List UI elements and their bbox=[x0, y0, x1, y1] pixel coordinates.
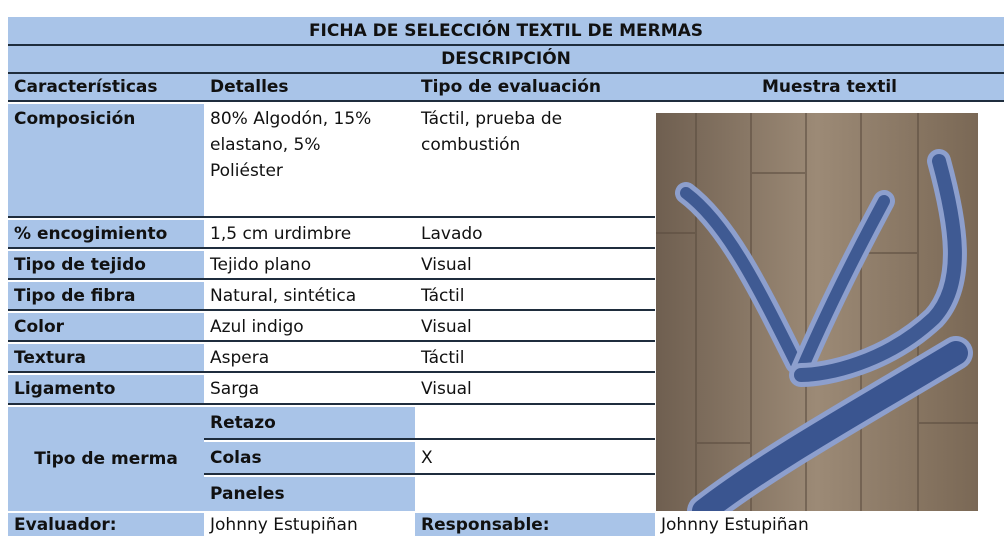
denim-strips-on-wood-floor-icon bbox=[656, 113, 978, 511]
header-muestra-textil: Muestra textil bbox=[655, 74, 1004, 102]
row-detail: Sarga bbox=[204, 375, 415, 405]
row-label: Tipo de tejido bbox=[8, 251, 204, 280]
detail-line: Poliéster bbox=[210, 161, 283, 181]
eval-line: combustión bbox=[421, 135, 521, 155]
row-eval: Visual bbox=[415, 251, 655, 280]
row-eval: Visual bbox=[415, 313, 655, 342]
footer-evaluador-value: Johnny Estupiñan bbox=[210, 514, 358, 535]
row-detail: Natural, sintética bbox=[204, 282, 415, 311]
merma-mark-paneles bbox=[415, 477, 655, 511]
row-detail: Tejido plano bbox=[204, 251, 415, 280]
merma-option-retazo: Retazo bbox=[204, 407, 415, 440]
merma-label: Tipo de merma bbox=[8, 407, 204, 511]
row-label: Color bbox=[8, 313, 204, 342]
footer-evaluador-label: Evaluador: bbox=[8, 513, 204, 536]
detail-line: elastano, 5% bbox=[210, 135, 321, 155]
section-title: DESCRIPCIÓN bbox=[8, 46, 1004, 74]
row-label: Tipo de fibra bbox=[8, 282, 204, 311]
detail-line: 80% Algodón, 15% bbox=[210, 109, 372, 129]
row-detail-composicion: 80% Algodón, 15% elastano, 5% Poliéster bbox=[204, 104, 415, 218]
row-label: Composición bbox=[14, 109, 136, 129]
row-eval: Lavado bbox=[415, 220, 655, 249]
row-eval: Táctil bbox=[415, 282, 655, 311]
merma-option-paneles: Paneles bbox=[204, 477, 415, 511]
row-eval: Táctil bbox=[415, 344, 655, 373]
textile-sample-photo bbox=[656, 113, 978, 511]
row-label: % encogimiento bbox=[8, 220, 204, 249]
row-detail: Azul indigo bbox=[204, 313, 415, 342]
header-detalles: Detalles bbox=[204, 74, 415, 102]
eval-line: Táctil, prueba de bbox=[421, 109, 563, 129]
row-detail: Aspera bbox=[204, 344, 415, 373]
row-label: Textura bbox=[8, 344, 204, 373]
merma-mark-colas: X bbox=[415, 442, 655, 475]
row-eval: Visual bbox=[415, 375, 655, 405]
footer-responsable-label: Responsable: bbox=[415, 513, 655, 536]
row-eval-composicion: Táctil, prueba de combustión bbox=[415, 104, 655, 218]
row-detail: 1,5 cm urdimbre bbox=[204, 220, 415, 249]
footer-responsable-value: Johnny Estupiñan bbox=[661, 514, 809, 535]
merma-option-colas: Colas bbox=[204, 442, 415, 475]
merma-mark-retazo bbox=[415, 407, 655, 440]
row-label: Ligamento bbox=[8, 375, 204, 405]
row-label-composicion: Composición bbox=[8, 104, 204, 218]
sheet-title: FICHA DE SELECCIÓN TEXTIL DE MERMAS bbox=[8, 17, 1004, 46]
header-caracteristicas: Características bbox=[8, 74, 204, 102]
header-tipo-evaluacion: Tipo de evaluación bbox=[415, 74, 655, 102]
